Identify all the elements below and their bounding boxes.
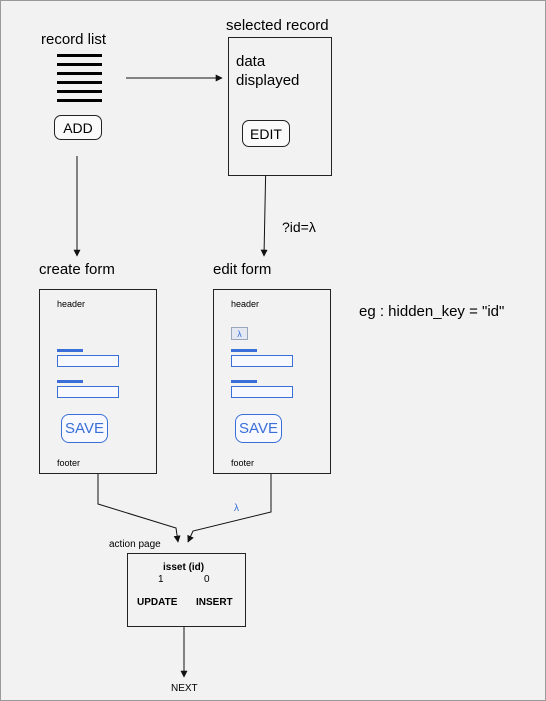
create-field-2[interactable]	[57, 386, 119, 398]
edit-field-label-2	[231, 380, 257, 383]
edit-form-panel	[213, 289, 331, 474]
data-line-2: displayed	[236, 72, 300, 89]
hidden-key-note: eg : hidden_key = "id"	[359, 303, 505, 320]
action-page-panel	[127, 553, 246, 627]
create-field-label-1	[57, 349, 83, 352]
next-label: NEXT	[171, 683, 198, 694]
create-form-title: create form	[39, 261, 115, 278]
data-line-1: data	[236, 53, 266, 70]
record-list-title: record list	[41, 31, 107, 48]
edit-button[interactable]: EDIT	[242, 120, 290, 147]
action-page-title: action page	[109, 539, 161, 550]
edit-form-title: edit form	[213, 261, 272, 278]
edit-form-footer: footer	[231, 458, 255, 468]
edit-field-2[interactable]	[231, 386, 293, 398]
add-button[interactable]: ADD	[54, 115, 102, 140]
create-save-button[interactable]: SAVE	[61, 414, 108, 443]
isset-condition: isset (id)	[163, 562, 205, 573]
branch-true-label: 1	[158, 574, 164, 585]
arrow-edit-to-action	[187, 472, 272, 543]
insert-label: INSERT	[196, 597, 233, 608]
edit-field-1[interactable]	[231, 355, 293, 367]
wire-lambda-label: λ	[234, 503, 239, 514]
update-label: UPDATE	[137, 597, 178, 608]
edit-id-param: ?id=λ	[282, 219, 316, 235]
hidden-id-field: λ	[231, 327, 248, 340]
edit-field-label-1	[231, 349, 257, 352]
branch-false-label: 0	[204, 574, 210, 585]
arrow-create-to-action	[97, 472, 181, 543]
create-field-1[interactable]	[57, 355, 119, 367]
selected-record-title: selected record	[226, 17, 329, 34]
create-form-header: header	[57, 299, 86, 309]
create-field-label-2	[57, 380, 83, 383]
edit-form-header: header	[231, 299, 260, 309]
selected-record-panel	[228, 37, 332, 176]
edit-save-button[interactable]: SAVE	[235, 414, 282, 443]
create-form-footer: footer	[57, 458, 81, 468]
